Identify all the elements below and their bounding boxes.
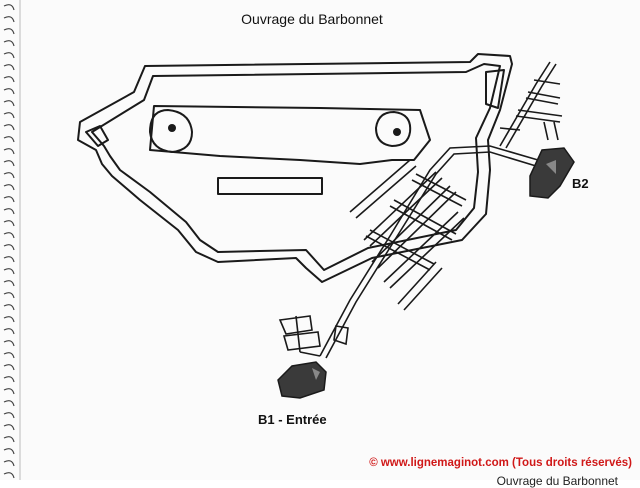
- b2-label: B2: [572, 176, 589, 191]
- barracks-gallery-4: [383, 211, 465, 289]
- upper-gallery-spine: [499, 61, 557, 149]
- b2-blockhouse: [529, 147, 575, 199]
- main-gallery: [319, 145, 539, 357]
- fort-outer-perimeter: [77, 53, 513, 283]
- cross-gallery-3: [411, 173, 467, 207]
- cross-gallery-2: [389, 199, 457, 241]
- upper-gallery-stubs: [499, 121, 559, 141]
- b1-label: B1 - Entrée: [258, 412, 327, 427]
- barracks-gallery-5: [397, 261, 443, 311]
- right-turret-dot: [393, 128, 401, 136]
- diagram-title: Ouvrage du Barbonnet: [241, 11, 383, 27]
- b1-blockhouse: [277, 361, 327, 399]
- barracks-gallery-3: [371, 185, 457, 269]
- left-turret-outline: [149, 109, 193, 153]
- inner-courtyard: [149, 105, 431, 165]
- right-turret-outline: [375, 111, 412, 147]
- bottom-caption: Ouvrage du Barbonnet: [496, 474, 618, 488]
- main-gallery-return: [325, 151, 537, 359]
- left-turret-dot: [168, 124, 176, 132]
- upper-gallery-branches: [515, 79, 563, 123]
- left-bastion-detail: [85, 125, 109, 147]
- barracks-gallery-1: [349, 159, 417, 219]
- entrance-gallery-block: [278, 315, 349, 351]
- copyright-notice: © www.lignemaginot.com (Tous droits rése…: [369, 457, 632, 469]
- central-barracks-block: [217, 177, 323, 195]
- b1-blockhouse-detail: [312, 368, 320, 380]
- b2-blockhouse-detail: [546, 160, 556, 174]
- spiral-binding-icon: [3, 0, 21, 480]
- top-right-bastion: [485, 69, 505, 109]
- cross-gallery-1: [365, 229, 435, 271]
- entrance-link: [295, 315, 321, 357]
- fort-inner-perimeter: [91, 63, 501, 271]
